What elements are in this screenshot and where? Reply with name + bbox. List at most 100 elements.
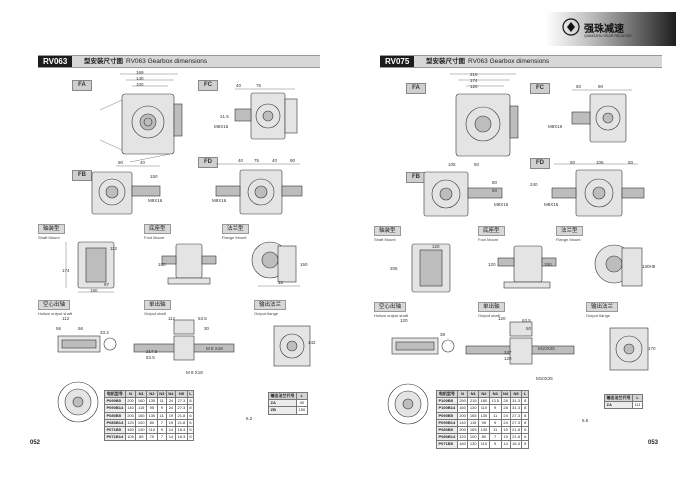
- table-cell: P090B14: [436, 418, 458, 427]
- table-header: N3: [156, 389, 167, 399]
- table-cell: 28: [500, 397, 511, 406]
- table-cell: 31.3: [509, 397, 523, 406]
- table-cell: 140: [456, 418, 469, 427]
- table-cell: 6: [186, 411, 195, 420]
- table-cell: 21.8: [509, 425, 523, 435]
- table-header: L: [521, 389, 529, 399]
- table-cell: 24: [500, 418, 511, 427]
- table-header: N5: [175, 389, 188, 399]
- drawing-output-shaft: [465, 321, 575, 365]
- table-header: L: [186, 389, 195, 399]
- table-cell: ZA: [604, 401, 633, 410]
- table-cell: 8: [521, 418, 529, 427]
- table-cell: 7: [156, 433, 167, 442]
- table-cell: 21.8: [175, 411, 188, 420]
- model-badge: RV063: [38, 56, 73, 67]
- table-cell: 14: [165, 425, 177, 435]
- table-cell: 165: [467, 411, 480, 420]
- caption-hollow-shaft: 空心出轴: [38, 300, 71, 310]
- table-cell: 110: [478, 440, 490, 449]
- table-cell: 160: [135, 397, 148, 406]
- table-cell: 8: [521, 411, 529, 420]
- table-cell: 100: [467, 433, 480, 442]
- drawing-foot-mount: [161, 243, 217, 285]
- table-cell: 24: [500, 411, 511, 420]
- table-cell: 200: [124, 411, 137, 420]
- table-cell: 120: [456, 433, 469, 442]
- table-header: 输出法兰代号: [268, 391, 297, 401]
- table-cell: 115: [467, 418, 480, 427]
- drawing-foot-mount: [497, 245, 557, 289]
- table-cell: 11: [156, 411, 167, 420]
- table-header: N3: [488, 389, 502, 399]
- table-cell: 95: [478, 418, 490, 427]
- table-cell: 130: [467, 404, 480, 413]
- page-number: 052: [30, 440, 41, 446]
- table-header: N4: [500, 389, 511, 399]
- table-cell: 27.3: [175, 404, 188, 413]
- table-cell: 9: [156, 425, 167, 435]
- caption-shaft-mount: 轴装型: [38, 224, 65, 234]
- drawing-fc: [571, 89, 632, 143]
- table-cell: P080B5: [436, 425, 458, 435]
- table-cell: 14: [165, 433, 177, 442]
- drawing-fa: [450, 73, 519, 157]
- table-cell: ZA: [268, 399, 297, 408]
- model-badge: RV075: [380, 56, 415, 67]
- table-header: 电机型号: [436, 389, 458, 399]
- brand-emblem-icon: [562, 18, 580, 36]
- view-label-fb: FB: [72, 170, 92, 181]
- table-cell: 250: [456, 397, 469, 406]
- table-cell: 8: [521, 397, 529, 406]
- table-cell: 160: [456, 404, 469, 413]
- view-label-fc: FC: [198, 80, 218, 91]
- table-cell: P080B14: [436, 433, 458, 442]
- table-cell: 70: [146, 433, 158, 442]
- caption-foot-mount: 底座型: [478, 226, 505, 236]
- table-cell: 8: [521, 404, 529, 413]
- table-cell: 111: [631, 401, 644, 410]
- table-cell: 14: [500, 440, 511, 449]
- view-label-fd: FD: [198, 157, 218, 168]
- table-cell: 24: [165, 397, 177, 406]
- drawing-shaft-mount: [411, 243, 451, 293]
- table-cell: 90: [296, 399, 308, 408]
- table-cell: 27.3: [509, 418, 523, 427]
- caption-flange-mount: 法兰型: [222, 224, 249, 234]
- drawing-hollow-shaft: [391, 337, 455, 355]
- drawing-motor-flange: [387, 383, 429, 425]
- table-cell: 9: [488, 440, 502, 449]
- table-cell: ZB: [268, 406, 297, 415]
- table-cell: 80: [146, 418, 158, 427]
- table-cell: 6: [521, 433, 529, 442]
- drawing-flange-mount: [594, 244, 643, 287]
- table-cell: 200: [124, 397, 137, 406]
- table-cell: 16.3: [175, 433, 188, 442]
- table-cell: 85: [135, 433, 148, 442]
- table-cell: 130: [478, 411, 490, 420]
- table-cell: 19: [165, 418, 177, 427]
- table-cell: 21.8: [509, 433, 523, 442]
- drawing-flange-mount: [251, 241, 300, 287]
- drawing-output-flange: [273, 325, 311, 367]
- drawing-motor-flange: [57, 381, 99, 423]
- table-cell: 165: [467, 425, 480, 435]
- table-cell: 200: [456, 411, 469, 420]
- table-cell: 27.3: [175, 397, 188, 406]
- table-cell: 19: [165, 411, 177, 420]
- table-cell: 24: [165, 404, 177, 413]
- table-cell: 6: [521, 425, 529, 435]
- table-header: N: [124, 389, 137, 399]
- table-header: N: [456, 389, 469, 399]
- table-cell: P080B14: [104, 418, 126, 427]
- table-cell: 13.5: [488, 397, 502, 406]
